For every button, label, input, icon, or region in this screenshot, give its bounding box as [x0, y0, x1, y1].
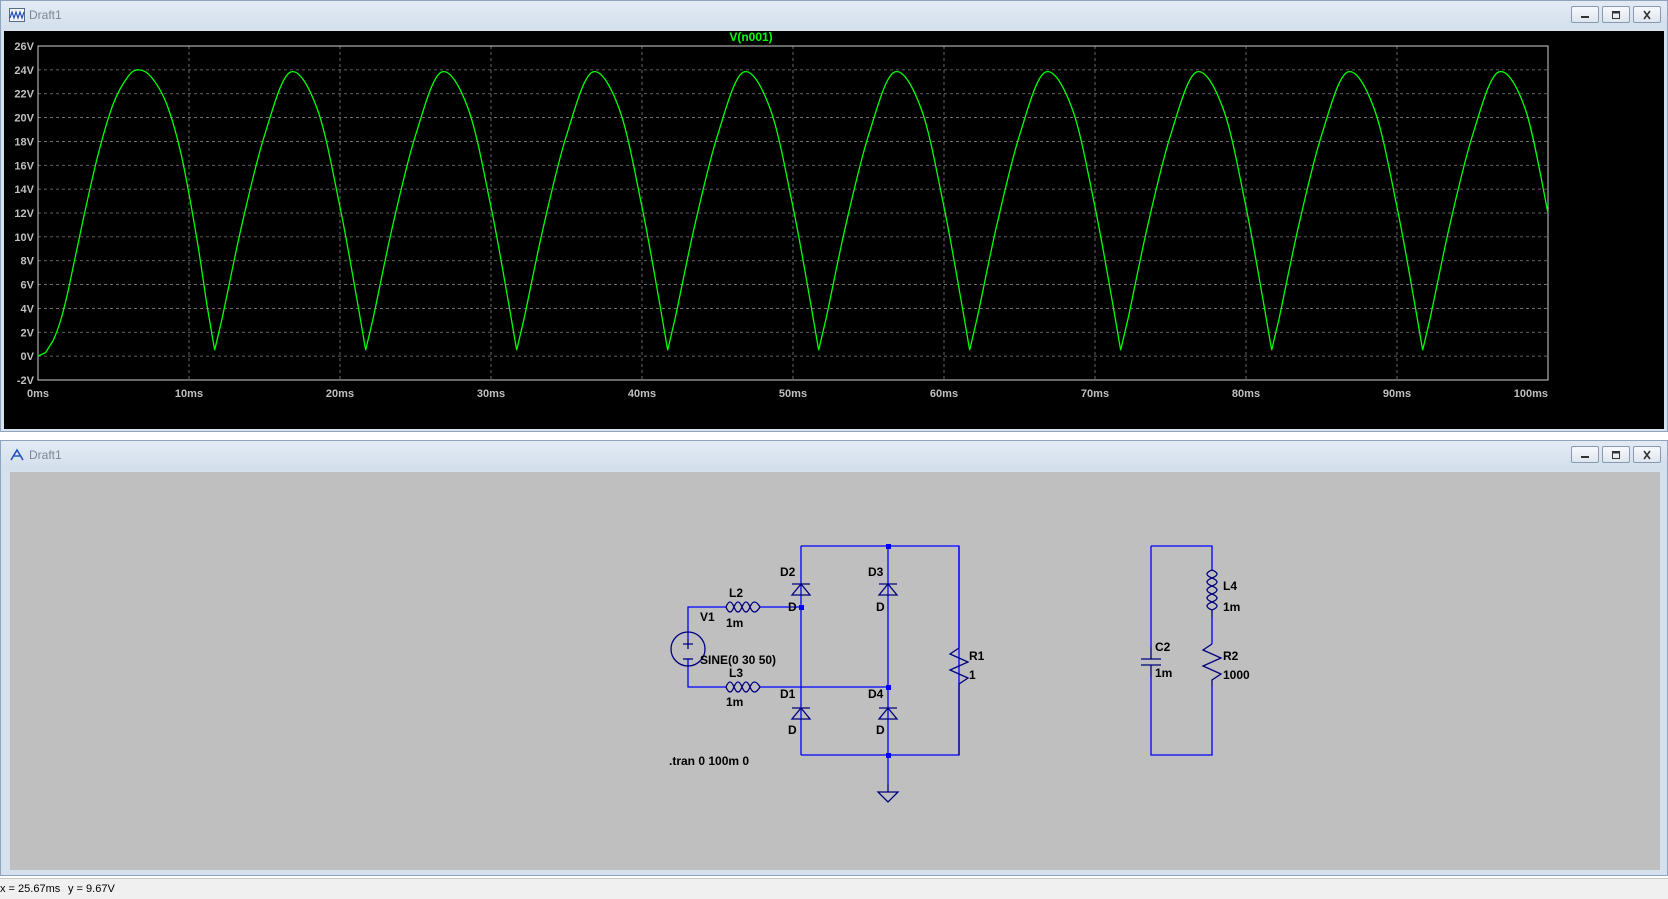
cursor-x-readout: x = 25.67ms [0, 883, 61, 895]
d3-diode[interactable] [877, 582, 899, 596]
c2-value[interactable]: 1m [1155, 666, 1172, 680]
waveform-minimize-button[interactable] [1571, 6, 1599, 23]
d1-value[interactable]: D [788, 723, 797, 737]
y-tick-label: 8V [21, 256, 35, 268]
l2-label[interactable]: L2 [729, 586, 743, 600]
ground-symbol[interactable] [876, 784, 900, 803]
d2-value[interactable]: D [788, 600, 797, 614]
waveform-close-button[interactable] [1633, 6, 1661, 23]
y-tick-label: 22V [14, 89, 34, 101]
l3-inductor[interactable] [725, 681, 761, 693]
y-tick-label: 10V [14, 232, 34, 244]
x-tick-label: 10ms [175, 388, 203, 400]
r2-label[interactable]: R2 [1223, 649, 1239, 663]
schematic-window-titlebar[interactable]: Draft1 [1, 441, 1667, 469]
y-tick-label: 24V [14, 65, 34, 77]
l4-inductor[interactable] [1206, 569, 1218, 617]
waveform-chart[interactable]: 26V 24V 22V 20V 18V 16V 14V 12V 10V 8V 6V 4V 2V 0V -2V… [4, 30, 1664, 429]
cursor-y-readout: y = 9.67V [68, 883, 115, 895]
y-tick-label: 18V [14, 136, 34, 148]
y-tick-label: 0V [21, 351, 35, 363]
schematic-canvas[interactable]: V1 SINE(0 30 50) L2 1m L3 1m D2 D D3 D D… [10, 472, 1660, 870]
d4-value[interactable]: D [876, 723, 885, 737]
schematic-window: Draft1 [0, 440, 1668, 876]
r1-value[interactable]: 1 [969, 668, 976, 682]
x-tick-label: 30ms [477, 388, 505, 400]
l2-inductor[interactable] [725, 601, 761, 613]
wires[interactable] [687, 545, 1213, 784]
y-tick-label: 26V [14, 41, 34, 53]
waveform-app-icon [9, 8, 25, 22]
schematic-minimize-button[interactable] [1571, 446, 1599, 463]
close-icon [1643, 450, 1651, 459]
schematic-restore-button[interactable] [1602, 446, 1630, 463]
minimize-icon [1581, 455, 1589, 458]
r2-value[interactable]: 1000 [1223, 668, 1250, 682]
r1-resistor[interactable] [948, 647, 970, 755]
status-bar: x = 25.67ms y = 9.67V [0, 878, 1668, 899]
y-tick-label: -2V [17, 375, 35, 387]
y-tick-label: 16V [14, 160, 34, 172]
schematic-app-icon [10, 448, 24, 461]
d1-label[interactable]: D1 [780, 687, 796, 701]
d1-diode[interactable] [790, 706, 812, 720]
x-tick-label: 90ms [1383, 388, 1411, 400]
close-icon [1643, 10, 1651, 19]
spice-directive[interactable]: .tran 0 100m 0 [669, 754, 749, 768]
waveform-window-titlebar[interactable]: Draft1 [1, 1, 1667, 29]
restore-icon [1612, 450, 1620, 459]
d2-label[interactable]: D2 [780, 565, 796, 579]
d4-diode[interactable] [877, 706, 899, 720]
schematic-drawing[interactable]: V1 SINE(0 30 50) L2 1m L3 1m D2 D D3 D D… [10, 472, 1660, 870]
r1-label[interactable]: R1 [969, 649, 985, 663]
y-tick-label: 12V [14, 208, 34, 220]
x-tick-label: 40ms [628, 388, 656, 400]
d3-value[interactable]: D [876, 600, 885, 614]
l4-label[interactable]: L4 [1223, 579, 1237, 593]
y-tick-label: 14V [14, 184, 34, 196]
d3-label[interactable]: D3 [868, 565, 884, 579]
l3-label[interactable]: L3 [729, 666, 743, 680]
x-tick-label: 60ms [930, 388, 958, 400]
minimize-icon [1581, 15, 1589, 18]
c2-capacitor[interactable] [1141, 647, 1161, 677]
d4-label[interactable]: D4 [868, 687, 884, 701]
d2-diode[interactable] [790, 582, 812, 596]
y-tick-label: 6V [21, 280, 35, 292]
l2-value[interactable]: 1m [726, 616, 743, 630]
l3-value[interactable]: 1m [726, 695, 743, 709]
schematic-close-button[interactable] [1633, 446, 1661, 463]
schematic-window-title: Draft1 [29, 448, 62, 462]
v1-value[interactable]: SINE(0 30 50) [700, 653, 776, 667]
trace-title[interactable]: V(n001) [729, 30, 772, 44]
waveform-restore-button[interactable] [1602, 6, 1630, 23]
y-tick-label: 2V [21, 327, 35, 339]
y-tick-label: 4V [21, 303, 35, 315]
r2-resistor[interactable] [1201, 643, 1223, 686]
x-tick-label: 20ms [326, 388, 354, 400]
trace-v-n001 [37, 69, 1549, 357]
v1-source[interactable] [670, 631, 706, 667]
x-tick-label: 70ms [1081, 388, 1109, 400]
x-tick-label: 50ms [779, 388, 807, 400]
waveform-plot-area[interactable]: 26V 24V 22V 20V 18V 16V 14V 12V 10V 8V 6V 4V 2V 0V -2V… [4, 30, 1664, 429]
x-tick-label: 0ms [27, 388, 49, 400]
waveform-window: Draft1 26V 24V 22V 20V 18V 16V 14V 12V 10V 8V 6V 4V… [0, 0, 1668, 432]
junctions [799, 544, 891, 758]
y-tick-label: 20V [14, 113, 34, 125]
restore-icon [1612, 10, 1620, 19]
c2-label[interactable]: C2 [1155, 640, 1171, 654]
x-tick-label: 100ms [1514, 388, 1548, 400]
l4-value[interactable]: 1m [1223, 600, 1240, 614]
x-tick-label: 80ms [1232, 388, 1260, 400]
v1-label[interactable]: V1 [700, 610, 715, 624]
waveform-window-title: Draft1 [29, 8, 62, 22]
